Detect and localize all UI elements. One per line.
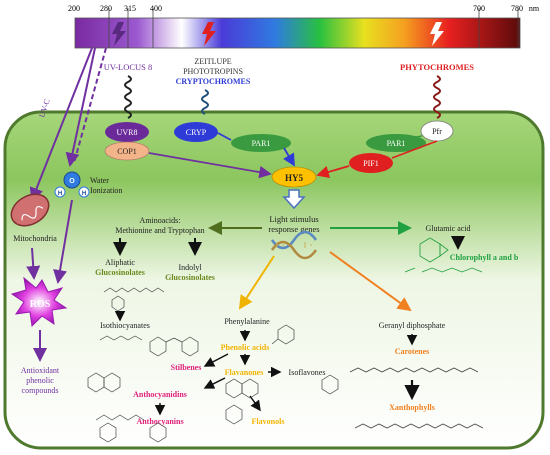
pif1-node — [349, 153, 393, 173]
unit-label: nm — [529, 4, 540, 13]
lightning-uv-icon — [112, 22, 126, 46]
dna-icon — [270, 230, 318, 260]
water-h-right-label: H — [82, 191, 86, 197]
antioxidant-label-1: Antioxidant — [21, 366, 60, 375]
lightning-red-icon — [430, 22, 444, 46]
cryp-node — [174, 122, 218, 142]
light-stimulus-label-2: response genes — [268, 224, 319, 234]
indolyl-label-2: Glucosinolates — [165, 273, 215, 282]
anthocyanins-label: Anthocyanins — [136, 417, 183, 426]
xanthophylls-label: Xanthophylls — [389, 403, 435, 412]
stilbenes-label: Stilbenes — [171, 363, 202, 372]
par1-right-label: PAR1 — [387, 139, 406, 148]
aliphatic-label-1: Aliphatic — [105, 258, 135, 267]
chlorophyll-label: Chlorophyll a and b — [450, 253, 519, 262]
blue-wave — [201, 89, 209, 115]
cryp-label: CRYP — [186, 128, 207, 137]
pfr-to-par1-line — [409, 135, 423, 139]
indolyl-label-1: Indolyl — [178, 263, 202, 272]
water-label-1: Water — [90, 176, 109, 185]
hy5-to-genes-arrow — [282, 189, 306, 210]
phototropins-label: PHOTOTROPINS — [183, 67, 243, 76]
light-spectrum: 200 280 315 400 700 780 nm — [68, 4, 540, 49]
lightning-blue-icon — [202, 22, 216, 46]
water-to-ros-arrow — [53, 199, 73, 284]
uv-locus-label: UV-LOCUS 8 — [104, 62, 153, 72]
genes-to-geranyl-arrow — [329, 251, 412, 312]
pfr-to-pif1-line — [391, 140, 438, 159]
tick-label-280: 280 — [100, 4, 112, 13]
antioxidant-label-3: compounds — [22, 386, 59, 395]
mitochondria-label: Mitochondria — [13, 234, 57, 243]
uv-wave — [124, 75, 132, 119]
red-wave — [433, 75, 441, 119]
phenolic-to-stilbenes-arrow — [203, 353, 229, 367]
tick-label-200: 200 — [68, 4, 80, 13]
stilbene-structure — [149, 336, 199, 357]
water-molecule-icon — [54, 171, 90, 198]
phenolic-acids-label: Phenolic acids — [221, 343, 270, 352]
carotene-structure — [349, 367, 479, 373]
par1-to-hy5-arrow — [283, 147, 295, 167]
phenylalanine-label: Phenylalanine — [224, 317, 270, 326]
tick-label-400: 400 — [150, 4, 162, 13]
light-waves — [124, 75, 441, 119]
hy5-node — [271, 166, 317, 188]
isothiocyanate-structure — [99, 335, 143, 341]
uvc-to-mitochondria-arrow — [29, 47, 93, 202]
uv-dashed-arrow — [73, 47, 107, 164]
aliphatic-structure — [103, 287, 165, 312]
carotenes-label: Carotenes — [395, 347, 430, 356]
plant-cell — [3, 110, 545, 450]
uvc-to-water-arrow — [65, 47, 96, 167]
par1-left-label: PAR1 — [252, 139, 271, 148]
pif1-to-hy5-arrow — [316, 165, 350, 179]
cop1-to-hy5-arrow — [148, 152, 272, 179]
geranyl-label: Geranyl diphosphate — [379, 321, 446, 330]
cryptochromes-label: CRYPTOCHROMES — [176, 77, 251, 86]
tick-label-315: 315 — [124, 4, 136, 13]
phenolic-acid-structure — [271, 324, 295, 345]
flavanones-label: Flavanones — [225, 368, 264, 377]
cop1-node — [104, 141, 150, 161]
zeitlupe-label: ZEITLUPE — [194, 57, 231, 66]
mitochondria-icon — [10, 193, 50, 227]
tick-label-700: 700 — [473, 4, 485, 13]
ros-burst-icon — [10, 276, 68, 328]
flavonoid-structures — [87, 372, 339, 443]
isothiocyanates-label: Isothiocyanates — [100, 321, 150, 330]
anthocyanidins-label: Anthocyanidins — [133, 390, 187, 399]
chlorophyll-structure — [404, 237, 483, 273]
aminoacids-label-1: Aminoacids: — [140, 216, 181, 225]
mitochondria-to-ros-arrow — [26, 247, 41, 280]
pif1-label: PIF1 — [363, 159, 379, 168]
cryp-to-par1-line — [217, 132, 232, 141]
antioxidant-label-2: phenolic — [26, 376, 54, 385]
flavanones-to-flavonols-arrow — [249, 395, 261, 412]
glutamic-label: Glutamic acid — [425, 224, 470, 233]
flavonols-label: Flavonols — [252, 417, 285, 426]
hy5-label: HY5 — [285, 173, 304, 183]
flavanones-to-anthocyanidins-arrow — [203, 377, 226, 389]
aliphatic-label-2: Glucosinolates — [95, 268, 145, 277]
genes-to-phenylalanine-arrow — [238, 255, 275, 310]
pfr-label: Pfr — [432, 127, 442, 136]
water-h-left-label: H — [58, 191, 62, 197]
cop1-label: COP1 — [117, 147, 137, 156]
phytochromes-label: PHYTOCHROMES — [400, 62, 474, 72]
uvr8-label: UVR8 — [117, 128, 138, 137]
aminoacids-label-2: Methionine and Tryptophan — [115, 226, 204, 235]
par1-left-node — [231, 134, 291, 152]
spectrum-bar — [74, 17, 521, 49]
isoflavones-label: Isoflavones — [289, 368, 326, 377]
water-o-label: O — [69, 178, 75, 185]
water-label-2: Ionization — [90, 186, 122, 195]
light-stimulus-label-1: Light stimulus — [269, 214, 318, 224]
tick-label-780: 780 — [511, 4, 523, 13]
ros-label: ROS — [30, 299, 51, 310]
uvr8-node — [105, 122, 149, 142]
xanthophyll-structure — [354, 423, 484, 429]
